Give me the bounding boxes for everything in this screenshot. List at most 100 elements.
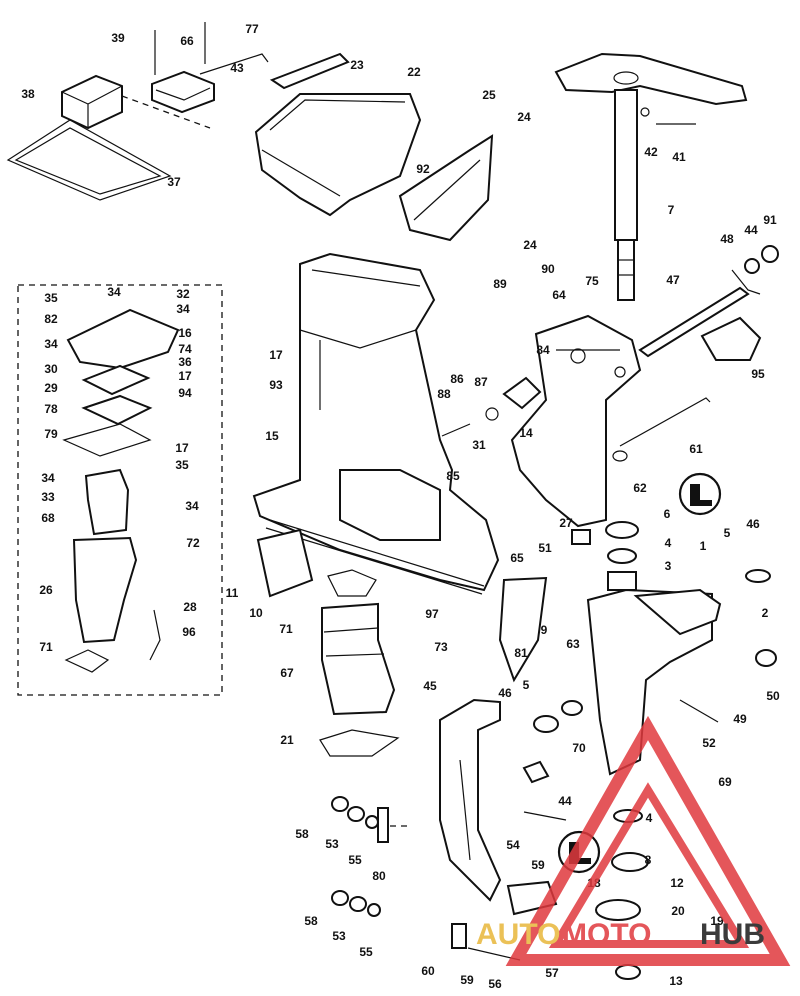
callout-20: 20: [671, 904, 685, 918]
callout-61: 61: [689, 442, 703, 456]
lower-mount-parts: [319, 569, 400, 757]
callout-46: 46: [498, 686, 512, 700]
small-hardware: [331, 521, 777, 980]
callout-8: 8: [645, 853, 652, 867]
callout-1: 1: [700, 539, 707, 553]
callout-32: 32: [176, 287, 190, 301]
callout-90: 90: [541, 262, 555, 276]
callout-14: 14: [519, 426, 533, 440]
callout-48: 48: [720, 232, 734, 246]
callout-36: 36: [178, 355, 192, 369]
callout-49: 49: [733, 712, 747, 726]
callout-55: 55: [348, 853, 362, 867]
callout-26: 26: [39, 583, 53, 597]
reference-icon-top: [678, 472, 722, 516]
callout-75: 75: [585, 274, 599, 288]
callout-41: 41: [672, 150, 686, 164]
callout-24: 24: [523, 238, 537, 252]
ignition-module-assembly: [6, 22, 269, 201]
callout-44: 44: [558, 794, 572, 808]
callout-17: 17: [175, 441, 189, 455]
upper-cowl: [254, 52, 494, 242]
callout-89: 89: [493, 277, 507, 291]
callout-35: 35: [44, 291, 58, 305]
callout-43: 43: [230, 61, 244, 75]
callout-64: 64: [552, 288, 566, 302]
callout-5: 5: [724, 526, 731, 540]
exhaust-housing: [252, 252, 500, 598]
callout-63: 63: [566, 637, 580, 651]
callout-5: 5: [523, 678, 530, 692]
callout-55: 55: [359, 945, 373, 959]
callout-59: 59: [531, 858, 545, 872]
callout-71: 71: [39, 640, 53, 654]
callout-95: 95: [751, 367, 765, 381]
callout-88: 88: [437, 387, 451, 401]
callout-16: 16: [178, 326, 192, 340]
callout-25: 25: [482, 88, 496, 102]
callout-60: 60: [421, 964, 435, 978]
steering-shaft-assembly: [554, 52, 779, 361]
callout-3: 3: [665, 559, 672, 573]
callout-69: 69: [718, 775, 732, 789]
callout-7: 7: [668, 203, 675, 217]
callout-22: 22: [407, 65, 421, 79]
callout-33: 33: [41, 490, 55, 504]
callout-87: 87: [474, 375, 488, 389]
callout-39: 39: [111, 31, 125, 45]
callout-35: 35: [175, 458, 189, 472]
callout-34: 34: [185, 499, 199, 513]
callout-54: 54: [506, 838, 520, 852]
callout-37: 37: [167, 175, 181, 189]
callout-96: 96: [182, 625, 196, 639]
callout-47: 47: [666, 273, 680, 287]
callout-93: 93: [269, 378, 283, 392]
callout-58: 58: [304, 914, 318, 928]
callout-44: 44: [744, 223, 758, 237]
callout-92: 92: [416, 162, 430, 176]
callout-2: 2: [762, 606, 769, 620]
callout-94: 94: [178, 386, 192, 400]
callout-81: 81: [514, 646, 528, 660]
callout-79: 79: [44, 427, 58, 441]
callout-65: 65: [510, 551, 524, 565]
callout-45: 45: [423, 679, 437, 693]
stern-brackets: [439, 576, 722, 902]
callout-71: 71: [279, 622, 293, 636]
callout-30: 30: [44, 362, 58, 376]
callout-53: 53: [325, 837, 339, 851]
exhaust-adapter-box: [17, 284, 223, 696]
callout-34: 34: [176, 302, 190, 316]
callout-24: 24: [517, 110, 531, 124]
callout-52: 52: [702, 736, 716, 750]
automotohub-watermark: AUTO MOTO HUB: [476, 715, 791, 966]
callout-34: 34: [44, 337, 58, 351]
callout-17: 17: [178, 369, 192, 383]
callout-84: 84: [536, 343, 550, 357]
callout-73: 73: [434, 640, 448, 654]
watermark-text-hub: HUB: [700, 918, 765, 951]
callout-56: 56: [488, 977, 502, 991]
callout-72: 72: [186, 536, 200, 550]
callout-21: 21: [280, 733, 294, 747]
callout-85: 85: [446, 469, 460, 483]
callout-57: 57: [545, 966, 559, 980]
callout-31: 31: [472, 438, 486, 452]
callout-9: 9: [541, 623, 548, 637]
callout-50: 50: [766, 689, 780, 703]
callout-11: 11: [226, 586, 239, 600]
callout-62: 62: [633, 481, 647, 495]
callout-38: 38: [21, 87, 35, 101]
callout-91: 91: [763, 213, 777, 227]
callout-67: 67: [280, 666, 294, 680]
callout-29: 29: [44, 381, 58, 395]
watermark-text-moto: MOTO: [562, 918, 651, 951]
callout-46: 46: [746, 517, 760, 531]
callout-19: 19: [710, 914, 724, 928]
callout-59: 59: [460, 973, 474, 987]
callout-66: 66: [180, 34, 194, 48]
swivel-bracket: [441, 314, 711, 528]
callout-78: 78: [44, 402, 58, 416]
